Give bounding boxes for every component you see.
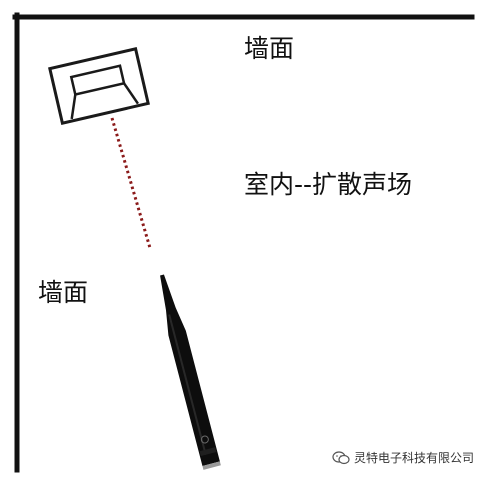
wall-top-label: 墙面 [244, 34, 295, 63]
wechat-icon [332, 450, 350, 464]
wall-left-label: 墙面 [38, 278, 89, 307]
speaker-icon [48, 47, 150, 125]
watermark: 灵特电子科技有限公司 [327, 447, 478, 468]
watermark-text: 灵特电子科技有限公司 [353, 451, 474, 465]
microphone-icon [160, 274, 221, 470]
sound-path-dotted-line [110, 117, 152, 249]
room-diffuse-field-label: 室内--扩散声场 [244, 170, 413, 199]
walls [12, 12, 475, 473]
